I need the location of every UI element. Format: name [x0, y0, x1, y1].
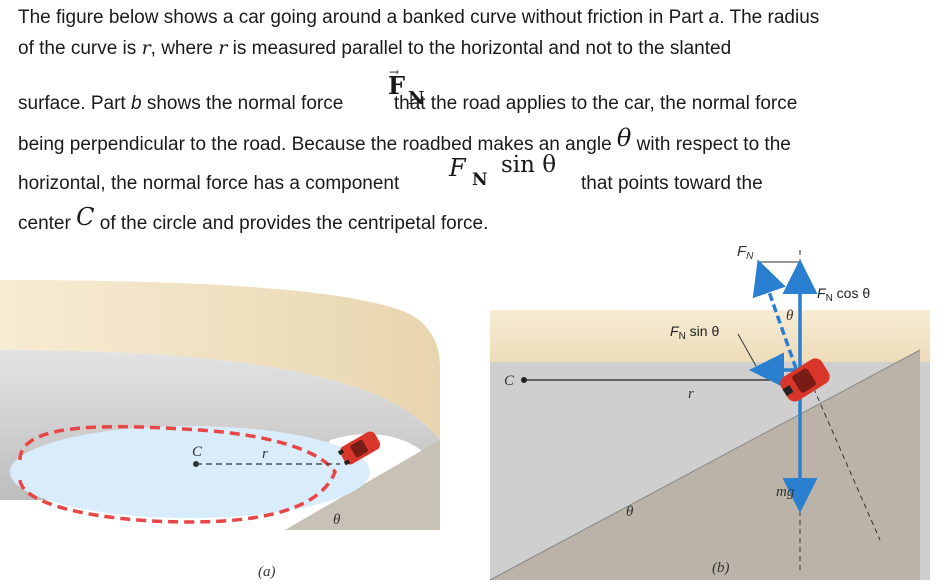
radius-label-b: r: [688, 386, 694, 402]
part-label: b: [131, 93, 142, 114]
math-f: F: [449, 154, 466, 182]
center-dot-a: [193, 461, 199, 467]
fn-label: FN: [737, 243, 754, 262]
weight-label: mg: [776, 484, 795, 500]
car-b: [780, 358, 830, 402]
dashed-circle-path: [18, 424, 337, 524]
perp-guide: [809, 379, 881, 541]
text-line-4: being perpendicular to the road. Because…: [18, 124, 791, 156]
text-segment: that points toward the: [581, 173, 763, 194]
text-segment: with respect to the: [631, 134, 791, 155]
part-label: a: [708, 7, 720, 28]
text-segment: that the road applies to the car, the no…: [388, 93, 798, 114]
vector-fn: → F N: [388, 65, 425, 109]
text-line-2: of the curve is r, where r is measured p…: [18, 37, 731, 60]
text-segment: . The radius: [719, 7, 820, 28]
math-theta: θ: [616, 124, 632, 152]
back-wall: [490, 310, 930, 362]
figure-b: C r FN FN cos θ FN sin θ θ θ mg (b): [489, 243, 930, 581]
fn-cos-label: FN cos θ: [817, 285, 870, 304]
math-r: r: [141, 37, 151, 59]
text-line-5b: that points toward the: [581, 173, 763, 195]
text-segment: of the circle and provides the centripet…: [94, 213, 489, 234]
subscript-n: N: [472, 170, 488, 190]
figure-a: C r θ (a): [0, 280, 440, 580]
text-segment: center: [18, 213, 77, 234]
math-r: r: [218, 37, 228, 59]
angle-label-top: θ: [786, 308, 794, 324]
center-dot-b: [521, 377, 527, 383]
angle-label-a: θ: [333, 512, 341, 528]
caption-b: (b): [712, 560, 730, 576]
fn-sin-leader: [737, 333, 757, 367]
vector-f: F: [388, 71, 406, 100]
fn-sin-label: FN sin θ: [670, 323, 719, 342]
text-segment: shows the normal force: [141, 93, 349, 114]
outer-wall: [0, 280, 440, 440]
subscript-n: N: [408, 88, 425, 109]
math-sin-theta: sin θ: [501, 152, 557, 178]
text-line-5: horizontal, the normal force has a compo…: [18, 173, 399, 195]
radius-label-a: r: [262, 446, 268, 462]
math-fn-sin: F N sin θ: [449, 152, 579, 192]
text-line-3: surface. Part b shows the normal force t…: [18, 93, 797, 115]
text-line-1: The figure below shows a car going aroun…: [18, 7, 819, 29]
angle-label-bottom: θ: [626, 504, 634, 520]
center-label-b: C: [504, 373, 515, 389]
caption-a: (a): [258, 564, 276, 580]
center-label-a: C: [192, 444, 203, 460]
text-segment: The figure below shows a car going aroun…: [18, 7, 709, 28]
text-segment: horizontal, the normal force has a compo…: [18, 173, 400, 194]
text-segment: is measured parallel to the horizontal a…: [227, 38, 732, 59]
math-c: C: [76, 203, 95, 231]
text-segment: of the curve is: [18, 38, 142, 59]
text-segment: , where: [150, 38, 219, 59]
inner-circle: [10, 426, 370, 518]
car-a: [337, 431, 381, 466]
slope-edge: [489, 349, 921, 581]
text-segment: surface. Part: [18, 93, 131, 114]
text-segment: being perpendicular to the road. Because…: [18, 134, 617, 155]
text-line-6: center C of the circle and provides the …: [18, 203, 489, 235]
fn-arrow: [752, 259, 802, 381]
